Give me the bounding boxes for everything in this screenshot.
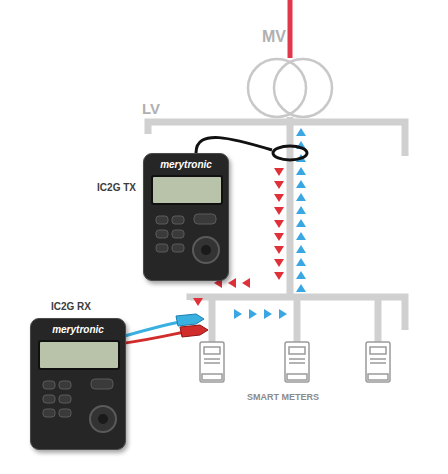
smart-meter-symbols [200, 342, 390, 382]
tester-device: IC2G TXmerytronic [143, 153, 229, 281]
device-name: IC2G RX [51, 301, 91, 312]
mv-line [288, 0, 293, 58]
brand-logo: merytronic [31, 324, 125, 335]
tester-device: IC2G RXmerytronic [30, 318, 126, 450]
group-label: SMART METERS [247, 392, 319, 402]
transformer-symbol [248, 59, 332, 117]
device-face [31, 319, 127, 451]
device-face [144, 154, 230, 282]
voltage-label: MV [262, 28, 286, 46]
signal-arrows-blue [234, 128, 306, 319]
test-leads [118, 314, 208, 344]
voltage-label: LV [142, 100, 160, 117]
brand-logo: merytronic [144, 159, 228, 170]
device-name: IC2G TX [97, 182, 136, 193]
